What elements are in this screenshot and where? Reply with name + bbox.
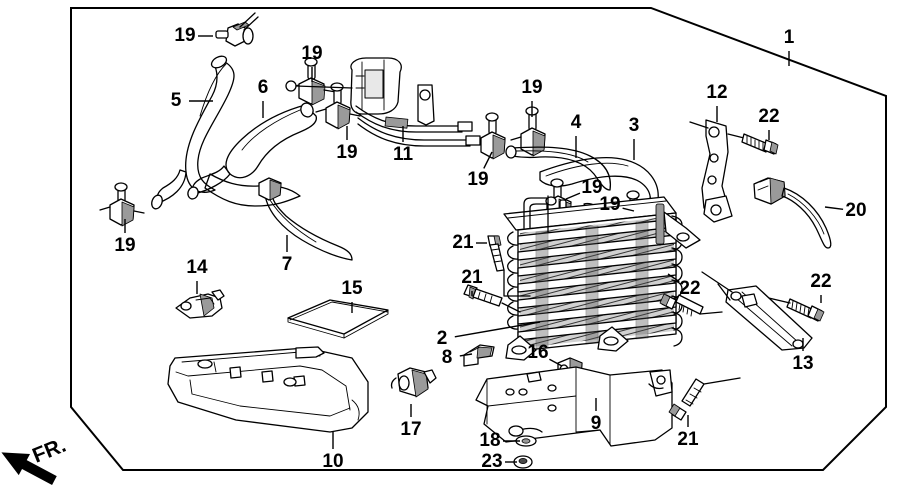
part-bracket-upper-right bbox=[689, 119, 757, 223]
callout-label-oil-pipe-a[interactable]: 5 bbox=[171, 90, 182, 111]
flange-bolt-21c bbox=[668, 377, 741, 421]
callout-label-bracket-lower-right[interactable]: 13 bbox=[792, 353, 813, 374]
callout-label-hose-clamp[interactable]: 19 bbox=[521, 77, 542, 98]
bracket-stud bbox=[508, 425, 543, 437]
hex-bolt-22c bbox=[759, 295, 825, 322]
callout-label-mounting-clip[interactable]: 8 bbox=[442, 347, 453, 368]
callout-label-hose-clamp[interactable]: 19 bbox=[301, 43, 322, 64]
flange-bolt-21a bbox=[487, 235, 531, 297]
callout-label-nut[interactable]: 23 bbox=[481, 451, 502, 472]
part-cooler-bracket-lower bbox=[475, 366, 673, 447]
callout-label-hose-clamp-band[interactable]: 20 bbox=[845, 200, 866, 221]
part-oil-pipe-a-tail bbox=[151, 169, 301, 210]
hose-clamp-19f bbox=[510, 106, 546, 157]
callout-label-hose-clamp[interactable]: 19 bbox=[467, 169, 488, 190]
diagram-frame bbox=[70, 7, 887, 471]
callout-label-hose-clamp-large[interactable]: 17 bbox=[400, 419, 421, 440]
part-mounting-clip bbox=[463, 344, 495, 367]
callout-label-oil-hose-return[interactable]: 7 bbox=[282, 254, 293, 275]
part-hose-bracket-14 bbox=[175, 289, 225, 319]
callout-label-hose-clamp[interactable]: 19 bbox=[581, 177, 602, 198]
callout-label-hose-clamp[interactable]: 19 bbox=[174, 25, 195, 46]
callout-label-washer[interactable]: 18 bbox=[479, 430, 500, 451]
callout-label-oil-cooler-core[interactable]: 2 bbox=[437, 328, 448, 349]
callout-label-hex-bolt[interactable]: 22 bbox=[758, 106, 779, 127]
callout-label-hex-bolt[interactable]: 22 bbox=[810, 271, 831, 292]
cooler-shade-columns bbox=[535, 220, 649, 350]
part-oil-pipe-a bbox=[185, 55, 235, 193]
part-pipe-bracket bbox=[285, 57, 481, 147]
part-insulator-pad bbox=[287, 299, 389, 339]
leader-line-19 bbox=[622, 207, 635, 212]
hose-clamp-19c bbox=[315, 82, 361, 130]
leader-line-16 bbox=[549, 358, 563, 367]
part-nut-23 bbox=[513, 455, 533, 469]
callout-label-oil-hose-upper[interactable]: 3 bbox=[629, 115, 640, 136]
callout-label-oil-pipe-bracket[interactable]: 11 bbox=[393, 144, 414, 165]
callout-label-hose-clamp[interactable]: 19 bbox=[336, 142, 357, 163]
callout-label-flange-bolt[interactable]: 21 bbox=[677, 429, 699, 450]
hex-bolt-22a bbox=[741, 133, 779, 155]
cooler-tube-bands bbox=[517, 218, 677, 341]
leader-line-20 bbox=[824, 206, 844, 210]
hose-clamp-19d bbox=[99, 182, 145, 227]
callout-label-rubber-mount[interactable]: 16 bbox=[527, 342, 548, 363]
callout-label-bracket-upper-right[interactable]: 12 bbox=[706, 82, 727, 103]
callout-label-flange-bolt[interactable]: 21 bbox=[461, 267, 483, 288]
callout-label-cooler-bracket-lower[interactable]: 9 bbox=[591, 413, 602, 434]
callout-label-oil-pipe-b[interactable]: 6 bbox=[258, 77, 269, 98]
part-oil-pipe-b-tail bbox=[187, 165, 231, 200]
leader-line-19 bbox=[565, 192, 581, 200]
leader-line-2 bbox=[454, 321, 541, 338]
callout-label-insulator-pad[interactable]: 15 bbox=[341, 278, 363, 299]
callout-label-hose-clamp[interactable]: 19 bbox=[114, 235, 135, 256]
orientation-arrow-fr bbox=[1, 452, 57, 485]
hose-clamp-19a bbox=[215, 12, 259, 47]
part-return-hose bbox=[258, 177, 353, 261]
callout-labels: 1234567891011121314151617181919191919191… bbox=[114, 25, 866, 472]
hex-bolt-22b bbox=[659, 293, 723, 317]
leader-line-22 bbox=[667, 273, 680, 283]
callout-label-air-guide-duct[interactable]: 10 bbox=[322, 451, 343, 472]
part-clamp-band-20 bbox=[753, 177, 832, 249]
leader-lines bbox=[124, 35, 844, 463]
hose-clamp-19e bbox=[480, 112, 506, 160]
callout-label-hex-bolt[interactable]: 22 bbox=[679, 278, 700, 299]
part-hose-clamp-17 bbox=[390, 367, 437, 398]
part-bracket-lower-right bbox=[701, 271, 813, 351]
part-oil-pipe-b bbox=[225, 102, 318, 179]
flange-bolt-21b bbox=[463, 284, 521, 313]
leader-line-8 bbox=[459, 353, 473, 357]
part-air-guide-duct bbox=[167, 346, 369, 433]
orientation-label: FR. bbox=[29, 434, 69, 468]
callout-label-flange-bolt[interactable]: 21 bbox=[452, 232, 474, 253]
callout-label-hose-bracket[interactable]: 14 bbox=[186, 257, 208, 278]
part-oil-cooler-core bbox=[503, 195, 701, 361]
callout-label-oil-hose-lower[interactable]: 4 bbox=[571, 112, 582, 133]
callout-label-hose-clamp[interactable]: 19 bbox=[599, 194, 620, 215]
callout-label-assembly-outline[interactable]: 1 bbox=[784, 27, 795, 48]
leader-line-19 bbox=[483, 151, 493, 169]
